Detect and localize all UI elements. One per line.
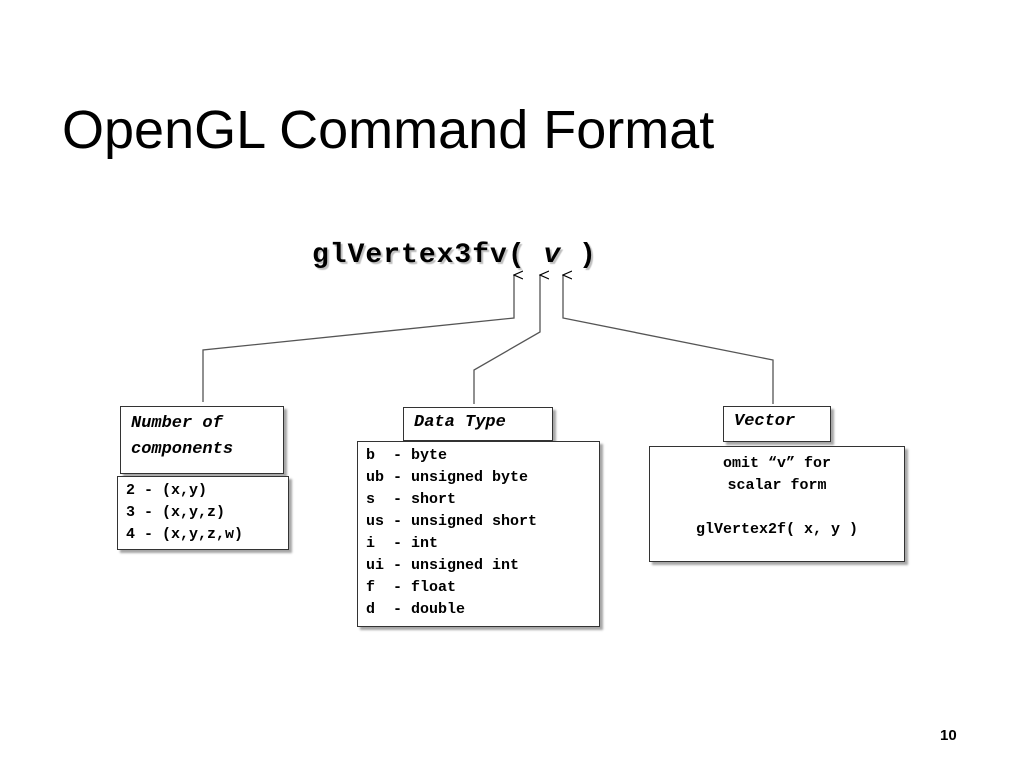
components-header-line2: components bbox=[131, 440, 234, 459]
command-argument: v bbox=[525, 240, 562, 271]
list-item: f - float bbox=[366, 579, 457, 596]
list-item: ui - unsigned int bbox=[366, 557, 520, 574]
connector-data-type bbox=[473, 275, 540, 404]
components-list: 2 - (x,y) 3 - (x,y,z) 4 - (x,y,z,w) bbox=[117, 476, 289, 550]
list-item: 3 - (x,y,z) bbox=[126, 504, 226, 521]
vector-header: Vector bbox=[723, 406, 831, 442]
slide-title: OpenGL Command Format bbox=[62, 100, 715, 160]
list-item: us - unsigned short bbox=[366, 513, 538, 530]
list-item: 2 - (x,y) bbox=[126, 482, 208, 499]
list-item: b - byte bbox=[366, 447, 448, 464]
vector-description: omit “v” for scalar form glVertex2f( x, y… bbox=[649, 446, 905, 562]
page-number: 10 bbox=[940, 727, 957, 744]
connector-components bbox=[202, 275, 514, 402]
list-item: d - double bbox=[366, 601, 466, 618]
vector-example: glVertex2f( x, y ) bbox=[695, 521, 859, 538]
components-header-line1: Number of bbox=[131, 414, 223, 433]
components-header: Number of components bbox=[120, 406, 284, 474]
list-item: 4 - (x,y,z,w) bbox=[126, 526, 244, 543]
vector-spacer bbox=[658, 497, 896, 519]
list-item: s - short bbox=[366, 491, 457, 508]
command-signature: glVertex3fv( v ) bbox=[312, 238, 597, 274]
list-item: ub - unsigned byte bbox=[366, 469, 529, 486]
connector-vector bbox=[563, 275, 774, 404]
command-name: glVertex3fv( bbox=[312, 240, 526, 271]
list-item: i - int bbox=[366, 535, 439, 552]
data-type-list: b - byte ub - unsigned byte s - short us - … bbox=[357, 441, 600, 627]
vector-line1: omit “v” for bbox=[722, 455, 832, 472]
command-close-paren: ) bbox=[561, 240, 597, 271]
vector-line2: scalar form bbox=[727, 477, 827, 494]
data-type-header: Data Type bbox=[403, 407, 553, 441]
